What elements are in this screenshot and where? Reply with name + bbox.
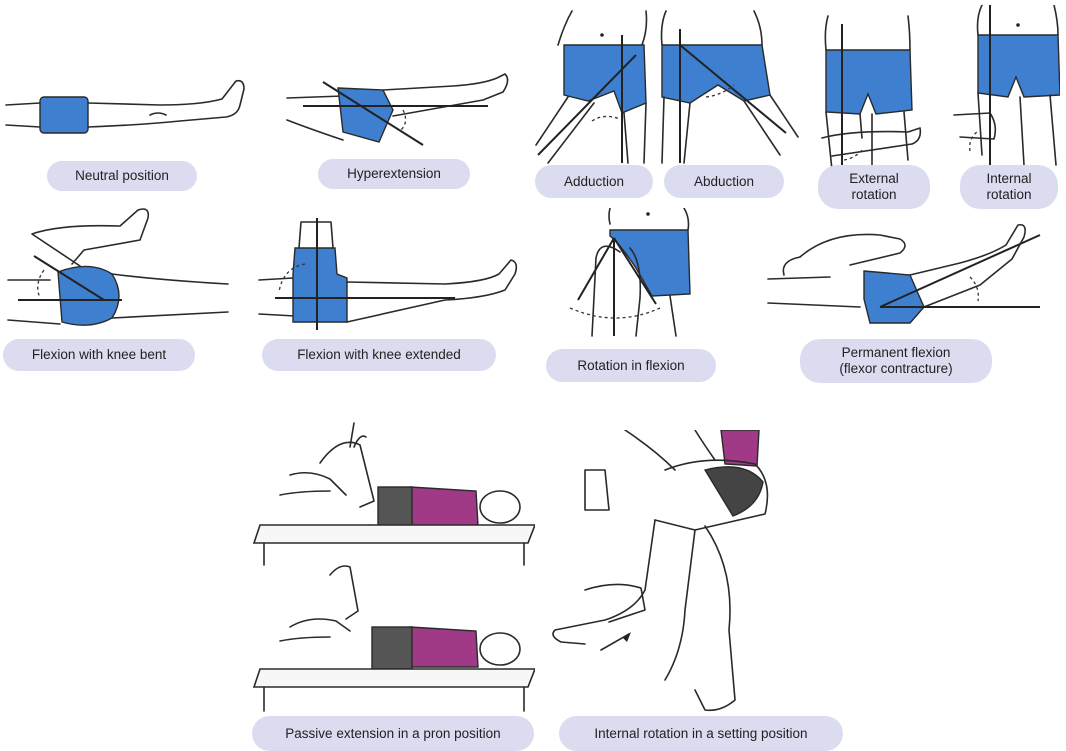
rotation-in-flexion-figure [560,208,700,340]
adduction-figure [528,5,656,165]
caption-flexion-knee-extended: Flexion with knee extended [262,339,496,371]
caption-abduction: Abduction [664,165,784,198]
caption-line-1: Permanent flexion [842,345,951,361]
caption-line-2: rotation [986,187,1031,203]
caption-line-1: External [849,171,899,187]
caption-rotation-in-flexion: Rotation in flexion [546,349,716,382]
caption-text: Flexion with knee extended [297,347,461,363]
caption-line-2: (flexor contracture) [839,361,952,377]
caption-text: Flexion with knee bent [32,347,166,363]
caption-internal-rotation-setting: Internal rotation in a setting position [559,716,843,751]
passive-extension-figure [250,415,535,715]
caption-permanent-flexion: Permanent flexion (flexor contracture) [800,339,992,383]
internal-rotation-setting-figure [545,430,820,715]
caption-flexion-knee-bent: Flexion with knee bent [3,339,195,371]
internal-rotation-figure [950,5,1060,175]
permanent-flexion-figure [760,215,1055,340]
caption-text: Passive extension in a pron position [285,726,500,742]
caption-line-1: Internal [986,171,1031,187]
caption-line-2: rotation [851,187,896,203]
caption-text: Hyperextension [347,166,441,182]
caption-internal-rotation: Internal rotation [960,165,1058,209]
caption-text: Abduction [694,174,754,190]
caption-text: Internal rotation in a setting position [594,726,807,742]
flexion-knee-bent-figure [0,200,240,335]
caption-external-rotation: External rotation [818,165,930,209]
caption-neutral-position: Neutral position [47,161,197,191]
caption-text: Adduction [564,174,624,190]
flexion-knee-extended-figure [255,218,520,333]
caption-passive-extension: Passive extension in a pron position [252,716,534,751]
abduction-figure [650,5,800,165]
caption-hyperextension: Hyperextension [318,159,470,189]
hyperextension-figure [283,70,513,155]
caption-adduction: Adduction [535,165,653,198]
caption-text: Rotation in flexion [577,358,684,374]
external-rotation-figure [812,10,922,175]
neutral-position-figure [0,75,255,145]
caption-text: Neutral position [75,168,169,184]
